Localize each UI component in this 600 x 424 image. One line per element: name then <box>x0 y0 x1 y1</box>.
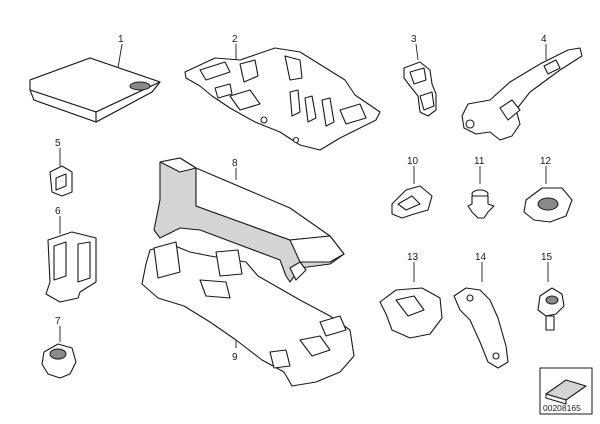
callout-14: 14 <box>475 252 487 263</box>
callout-13: 13 <box>407 252 419 263</box>
part-12-clamp: 12 <box>523 156 573 223</box>
callout-1: 1 <box>118 34 124 45</box>
callout-7: 7 <box>55 316 61 327</box>
part-15-grommet: 15 <box>537 252 565 331</box>
callout-5: 5 <box>55 138 61 149</box>
part-2-carrier-plate: 2 <box>184 34 381 151</box>
callout-6: 6 <box>55 206 61 217</box>
document-number: 00208165 <box>543 403 581 413</box>
part-11-rivet: 11 <box>467 156 495 219</box>
callout-15: 15 <box>541 252 553 263</box>
callout-12: 12 <box>540 156 552 167</box>
part-9-tray: 9 <box>141 241 355 387</box>
part-8-cover: 8 <box>153 157 345 283</box>
callout-3: 3 <box>411 34 417 45</box>
document-number-box: 00208165 <box>539 367 593 415</box>
callout-10: 10 <box>407 156 419 167</box>
callout-2: 2 <box>232 34 238 45</box>
part-7-grommet: 7 <box>41 316 77 379</box>
part-13-bracket-clip: 13 <box>379 252 443 339</box>
part-1-pad: 1 <box>29 34 161 123</box>
part-3-clip: 3 <box>403 34 437 117</box>
part-6-holder: 6 <box>45 206 97 303</box>
part-4-bracket: 4 <box>461 34 583 141</box>
callout-8: 8 <box>232 158 238 169</box>
part-5-small-clip: 5 <box>49 138 73 197</box>
callout-4: 4 <box>541 34 547 45</box>
part-14-long-bracket: 14 <box>453 252 509 369</box>
callout-11: 11 <box>474 156 485 167</box>
part-10-cable-clip: 10 <box>391 156 433 219</box>
callout-9: 9 <box>232 352 238 363</box>
